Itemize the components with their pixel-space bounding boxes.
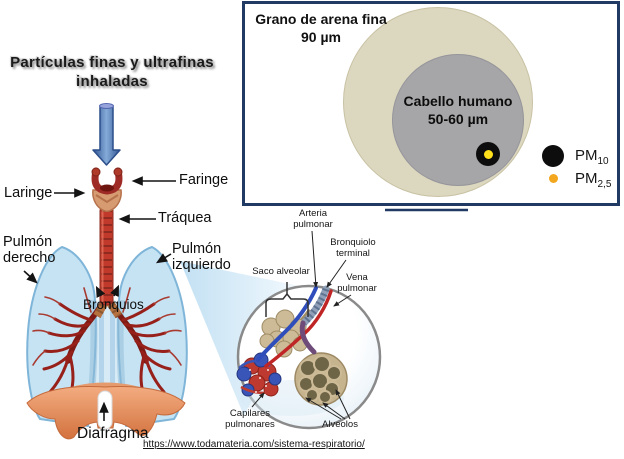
legend-pm10-label: PM10 — [575, 147, 609, 167]
saco-alveolar-bracket — [265, 282, 309, 317]
capillary-cluster — [236, 352, 282, 397]
label-laringe: Laringe — [4, 185, 53, 201]
legend-pm25-dot — [548, 173, 558, 183]
larynx — [92, 189, 122, 212]
pulmonary-artery-vessel — [256, 286, 318, 362]
particle-size-comparison-box: Grano de arena fina 90 µm Cabello humano… — [242, 1, 620, 206]
inhalation-arrow — [92, 103, 121, 166]
pharynx — [91, 167, 123, 195]
label-bronquiolo-terminal: Bronquiolo terminal — [330, 237, 376, 259]
label-capilares-pulmonares: Capilares pulmonares — [225, 408, 275, 430]
label-faringe: Faringe — [179, 172, 229, 188]
label-vena-pulmonar: Vena pulmonar — [337, 272, 377, 294]
legend-pm25-label: PM2,5 — [575, 170, 612, 190]
pm10-dot — [476, 142, 500, 166]
label-diafragma: Diafragma — [77, 425, 149, 442]
label-pulmon-izquierdo: Pulmón izquierdo — [172, 241, 231, 273]
label-alveolos: Alveolos — [322, 419, 358, 430]
label-bronquios: Bronquios — [83, 297, 144, 312]
sand-grain-label: Grano de arena fina 90 µm — [255, 11, 387, 45]
alveoli-cluster — [294, 352, 348, 406]
label-saco-alveolar: Saco alveolar — [252, 266, 310, 277]
connecting-duct — [299, 320, 317, 355]
label-arteria-pulmonar: Arteria pulmonar — [293, 208, 333, 230]
alveoli-inset — [236, 284, 382, 430]
legend-pm10-dot — [542, 145, 564, 167]
terminal-bronchiole-tube — [300, 285, 330, 327]
human-hair-label: Cabello humano 50-60 µm — [403, 93, 513, 127]
inset-annotation-arrows — [251, 230, 352, 420]
label-pulmon-derecho: Pulmón derecho — [3, 234, 56, 266]
annotation-arrows — [23, 176, 176, 421]
page-title: Partículas finas y ultrafinas inhaladas — [10, 54, 214, 90]
trachea — [99, 205, 114, 306]
label-traquea: Tráquea — [158, 210, 212, 226]
pm25-dot — [483, 149, 493, 159]
human-hair-circle — [392, 54, 524, 186]
source-link[interactable]: https://www.todamateria.com/sistema-resp… — [143, 439, 365, 450]
